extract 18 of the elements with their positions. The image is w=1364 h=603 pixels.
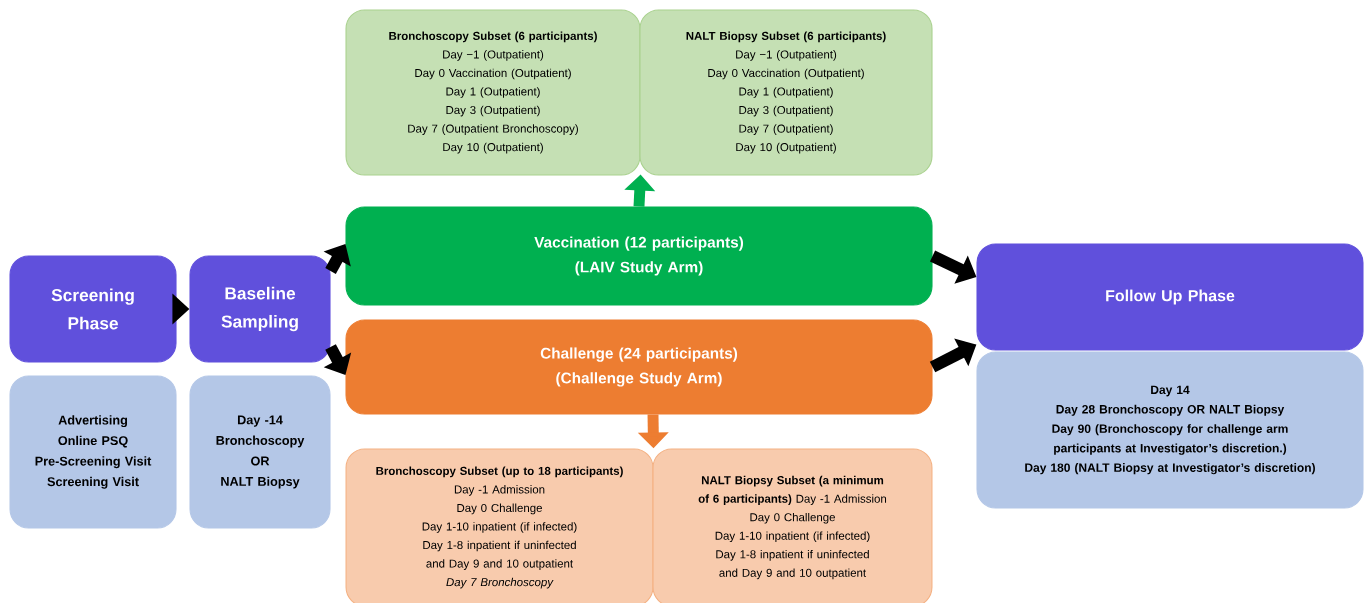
subset-box: NALT Biopsy Subset (6 participants) Day −1 (Outpatient) Day 0 Vaccination (Outpatient) Day 1 (Outpatient) Day 3 (Outpatient) Day 7 (Outpatient) Day 10 (Outpatient) [639, 9, 933, 176]
arm-box: Vaccination (12 participants) (LAIV Study Arm) [345, 206, 933, 306]
node-label: Day 0 Challenge [457, 503, 542, 515]
phase-box: Screening Phase [9, 255, 177, 363]
phase-box: Follow Up Phase [976, 243, 1364, 351]
phase-box: Baseline Sampling [189, 255, 331, 363]
subset-box: NALT Biopsy Subset (a minimum of 6 participants) Day -1 Admission Day 0 Challenge Day 1-10 inpatient (if infected) Day 1-8 inpatient if uninfected and Day 9 and 10 outpatient [652, 448, 933, 603]
node-label: Day -1 Admission [454, 485, 545, 496]
arm-box: Challenge (24 participants) (Challenge Study Arm) [345, 319, 933, 415]
subset-box: Bronchoscopy Subset (6 participants) Day −1 (Outpatient) Day 0 Vaccination (Outpatient) Day 1 (Outpatient) Day 3 (Outpatient) Day 7 (Outpatient Bronchoscopy) Day 10 (Outpatient) [345, 9, 641, 176]
node-label: Day 1-10 inpatient (if infected) [422, 522, 577, 533]
details-box: Advertising Online PSQ Pre-Screening Visit Screening Visit [9, 375, 177, 529]
details-box: Day 14 Day 28 Bronchoscopy OR NALT Biopsy Day 90 (Bronchoscopy for challenge arm participants at Investigator’s discretion.) Day 180 (NALT Biopsy at Investigator’s discretion) [976, 351, 1364, 509]
node-label: Day 1-8 inpatient if uninfected and Day 9 and 10 outpatient [423, 540, 576, 570]
subset-box: Bronchoscopy Subset (up to 18 participants) Day -1 Admission Day 0 Challenge Day 1-10 inpatient (if infected) Day 1-8 inpatient if uninfected and Day 9 and 10 outpatient Day 7 Bronchoscopy [345, 448, 654, 603]
node-label: Day 7 Bronchoscopy [446, 577, 554, 589]
details-box: Day -14 Bronchoscopy OR NALT Biopsy [189, 375, 331, 529]
node-label: Bronchoscopy Subset (up to 18 participants) [376, 466, 623, 478]
